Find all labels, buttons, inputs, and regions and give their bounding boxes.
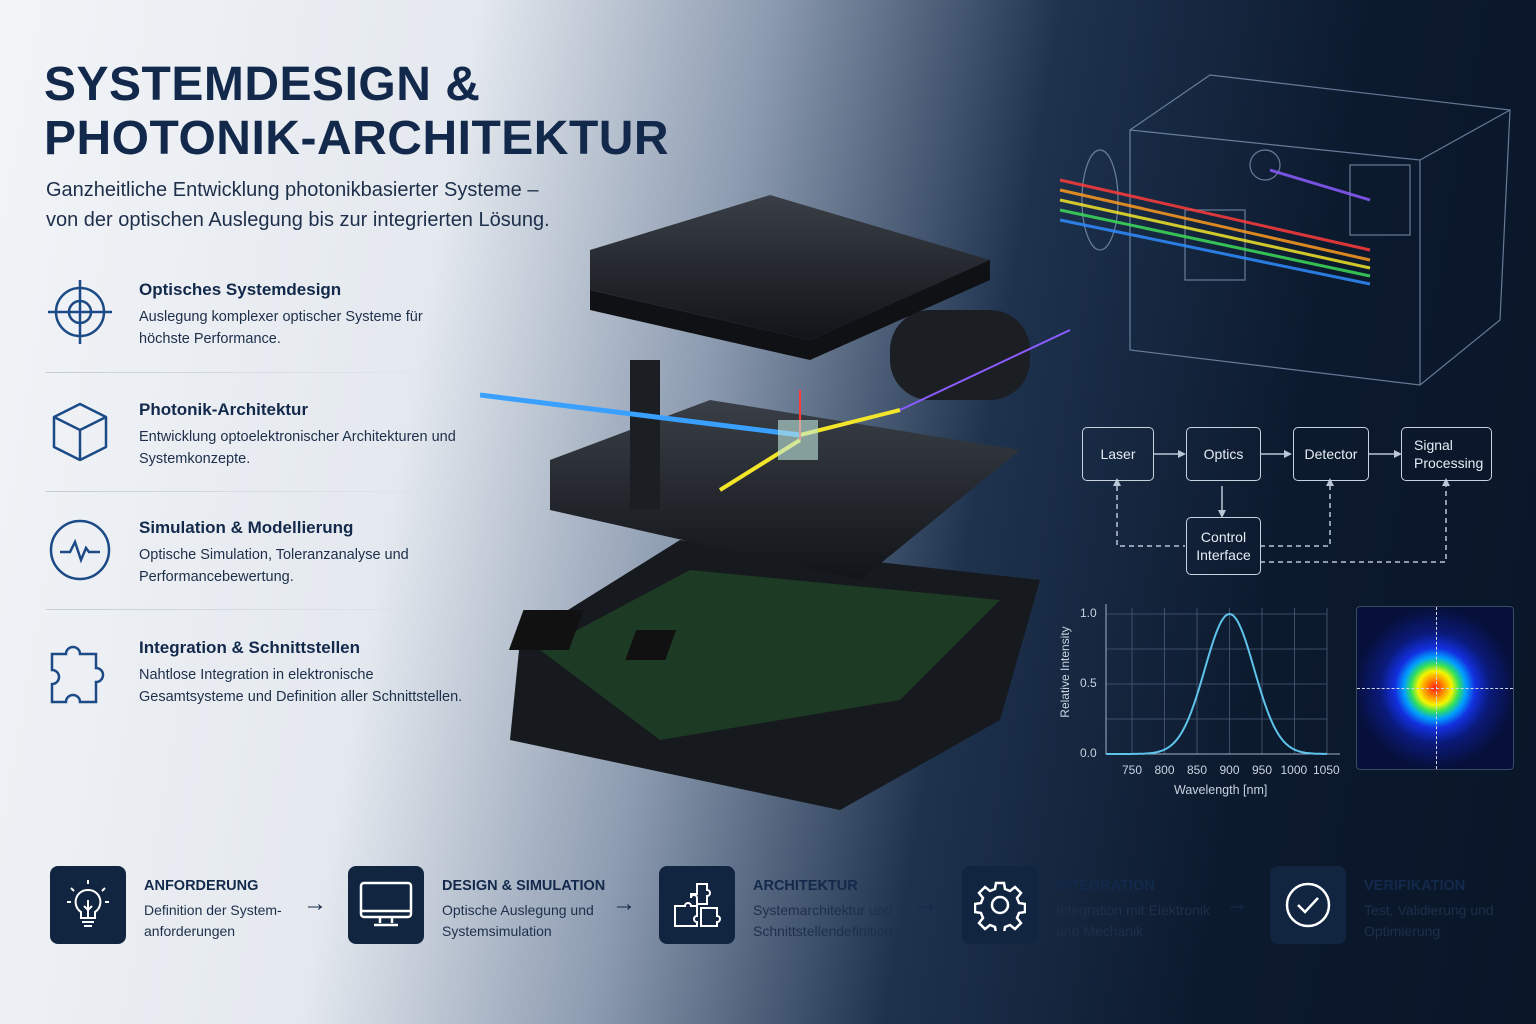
feature-title: Photonik-Architektur xyxy=(139,400,309,419)
beam-profile-heatmap xyxy=(1356,606,1514,770)
divider xyxy=(46,372,466,373)
subtitle-line-2: von der optischen Auslegung bis zur inte… xyxy=(46,209,550,231)
y-tick-label: 0.5 xyxy=(1080,676,1097,690)
feature-title: Optisches Systemdesign xyxy=(139,280,342,299)
block-signal-processing: Signal Processing xyxy=(1401,427,1492,481)
y-tick-label: 1.0 xyxy=(1080,606,1097,620)
step-desc: Systemarchitektur und Schnittstellendefi… xyxy=(753,902,893,939)
x-tick-label: 900 xyxy=(1219,763,1240,777)
spectrum-plot xyxy=(1105,604,1340,755)
step-title: ARCHITEKTUR xyxy=(753,878,858,894)
block-diagram-connectors xyxy=(1113,450,1450,563)
block-control-interface: Control Interface xyxy=(1186,517,1261,575)
x-tick-label: 1000 xyxy=(1280,763,1308,777)
x-tick-label: 1050 xyxy=(1313,763,1340,777)
step-arrow-icon: → xyxy=(1225,890,1249,917)
step-arrow-icon: → xyxy=(612,890,636,917)
block-detector: Detector xyxy=(1293,427,1369,481)
page-title: SYSTEMDESIGN &PHOTONIK-ARCHITEKTUR xyxy=(44,58,669,166)
check-circle-icon xyxy=(1270,866,1346,944)
step-desc: Integration mit Elektronik und Mechanik xyxy=(1056,902,1211,939)
step-title: ANFORDERUNG xyxy=(144,878,259,894)
optical-bench xyxy=(550,310,1030,580)
puzzle-icon xyxy=(50,645,105,704)
step-desc: Test, Validierung und Optimierung xyxy=(1364,902,1494,939)
lightbulb-icon xyxy=(50,866,126,944)
housing-base xyxy=(508,540,1040,810)
feature-desc: Entwicklung optoelektronischer Architekt… xyxy=(139,429,456,467)
feature-desc: Optische Simulation, Toleranzanalyse und… xyxy=(139,547,409,585)
feature-desc: Auslegung komplexer optischer Systeme fü… xyxy=(139,309,423,347)
feature-title: Integration & Schnittstellen xyxy=(139,638,361,657)
y-axis-label: Relative Intensity xyxy=(1058,626,1072,718)
step-title: VERIFIKATION xyxy=(1364,878,1466,894)
cube-icon xyxy=(52,402,108,462)
step-desc: Optische Auslegung und Systemsimulation xyxy=(442,902,594,939)
step-title: DESIGN & SIMULATION xyxy=(442,878,606,894)
crosshair-horizontal xyxy=(1357,688,1513,689)
exploded-device-illustration xyxy=(480,195,1071,810)
feature-title: Simulation & Modellierung xyxy=(139,518,354,537)
x-tick-label: 950 xyxy=(1252,763,1273,777)
divider xyxy=(46,491,466,492)
block-optics: Optics xyxy=(1186,427,1261,481)
step-title: INTEGRATION xyxy=(1056,878,1155,894)
step-arrow-icon: → xyxy=(914,890,938,917)
feature-desc: Nahtlose Integration in elektronische Ge… xyxy=(139,667,463,705)
gear-icon xyxy=(962,866,1038,944)
title-line-2: PHOTONIK-ARCHITEKTUR xyxy=(44,112,670,165)
spectrum-series-line xyxy=(1106,612,1327,755)
feature-optical-design: Optisches Systemdesign Auslegung komplex… xyxy=(46,280,466,390)
feature-photonics-architecture: Photonik-Architektur Entwicklung optoele… xyxy=(46,400,466,510)
x-tick-label: 800 xyxy=(1154,763,1175,777)
subtitle: Ganzheitliche Entwicklung photonikbasier… xyxy=(46,175,646,235)
lid xyxy=(590,195,990,360)
monitor-icon xyxy=(348,866,424,944)
laser-beams xyxy=(480,329,1071,492)
crosshair-icon xyxy=(48,280,112,344)
pulse-icon xyxy=(49,519,111,581)
y-tick-label: 0.0 xyxy=(1080,746,1097,760)
step-desc: Definition der System-anforderungen xyxy=(144,902,282,939)
block-laser: Laser xyxy=(1082,427,1154,481)
step-arrow-icon: → xyxy=(303,890,327,917)
beam-splitter-cube xyxy=(778,420,818,460)
divider xyxy=(46,609,466,610)
wireframe-optical-assembly xyxy=(1059,74,1511,386)
subtitle-line-1: Ganzheitliche Entwicklung photonikbasier… xyxy=(46,179,539,201)
feature-simulation: Simulation & Modellierung Optische Simul… xyxy=(46,518,466,628)
x-tick-label: 750 xyxy=(1122,763,1143,777)
x-tick-label: 850 xyxy=(1187,763,1208,777)
title-line-1: SYSTEMDESIGN & xyxy=(44,58,481,111)
puzzle-icon xyxy=(659,866,735,944)
x-axis-label: Wavelength [nm] xyxy=(1174,783,1268,797)
feature-integration: Integration & Schnittstellen Nahtlose In… xyxy=(46,638,466,748)
